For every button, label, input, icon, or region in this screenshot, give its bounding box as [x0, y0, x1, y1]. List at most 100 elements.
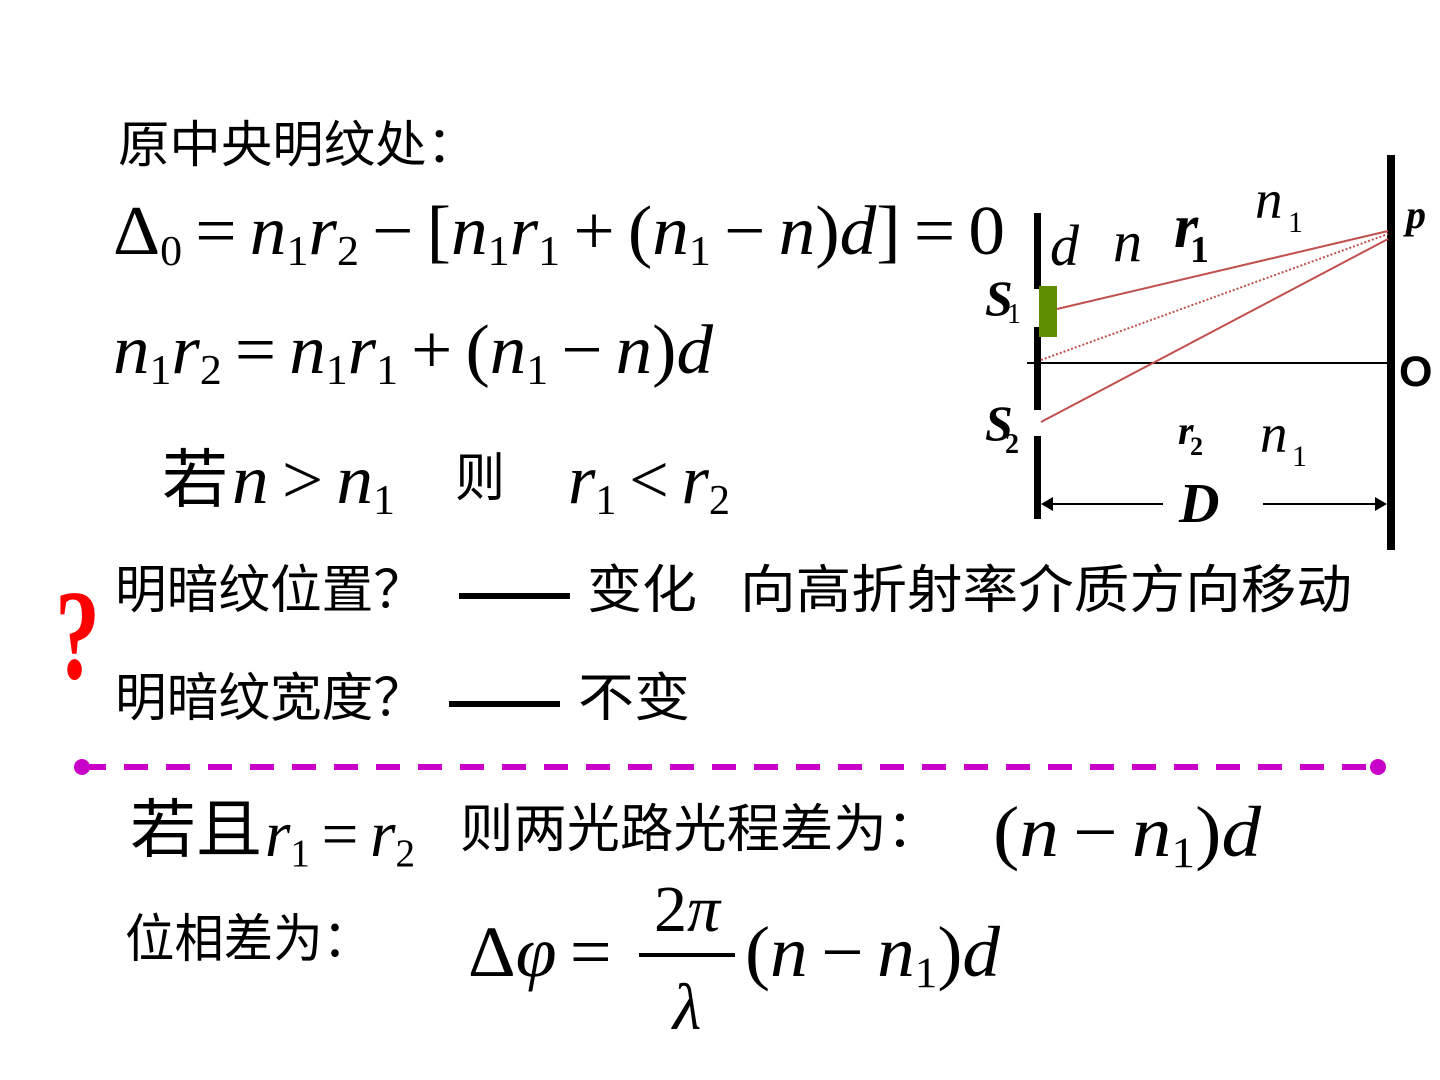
- label-medium-top: n: [1255, 169, 1283, 230]
- math-symbol: r: [308, 193, 337, 270]
- fraction-bar: [639, 953, 735, 957]
- fraction-denominator: λ: [637, 975, 737, 1041]
- question-mark-icon: ?: [55, 564, 100, 706]
- math-symbol: r: [370, 798, 396, 871]
- math-subscript: 1: [286, 228, 309, 275]
- label-medium-bottom: n: [1260, 403, 1288, 464]
- label-ray1: r: [1174, 193, 1199, 261]
- phase-difference-lhs: Δφ=: [468, 916, 625, 988]
- label-slit2-subscript: 2: [1005, 429, 1019, 460]
- label-medium-bottom-subscript: 1: [1292, 440, 1307, 473]
- fringe-width-answer: 不变: [578, 671, 690, 728]
- math-symbol: ]: [876, 193, 901, 270]
- ray-center-dotted: [1040, 233, 1389, 361]
- math-subscript: 0: [160, 228, 183, 275]
- math-symbol: r: [347, 312, 377, 389]
- math-symbol: r: [568, 442, 596, 519]
- math-symbol: n: [1019, 792, 1059, 872]
- math-symbol: n: [451, 193, 488, 270]
- label-point-p: p: [1406, 192, 1426, 237]
- math-symbol: r: [265, 798, 291, 871]
- label-film-index: n: [1113, 209, 1142, 274]
- inference-if-label: 若: [162, 445, 228, 516]
- math-subscript: 1: [688, 228, 711, 275]
- label-slit1-subscript: 1: [1007, 299, 1021, 330]
- path-difference-label: 则两光路光程差为：: [460, 802, 940, 859]
- math-subscript: 2: [199, 347, 222, 394]
- label-ray1-subscript: 1: [1190, 229, 1209, 271]
- math-subscript: 1: [1171, 830, 1196, 878]
- barrier-bottom-segment: [1034, 436, 1041, 519]
- math-subscript: 1: [526, 347, 549, 394]
- math-symbol: n: [615, 312, 653, 389]
- math-symbol: 0: [968, 193, 1005, 270]
- math-operator: −: [821, 912, 864, 992]
- path-difference-value: (n−n1)d: [993, 796, 1261, 875]
- label-origin: O: [1399, 348, 1433, 396]
- math-symbol: π: [686, 873, 721, 946]
- arrow-left-icon: [1041, 497, 1053, 511]
- fringe-width-question: 明暗纹宽度？: [115, 671, 425, 728]
- math-operator: =: [321, 798, 359, 871]
- math-subscript: 2: [395, 831, 415, 876]
- math-symbol: n: [489, 312, 527, 389]
- math-subscript: 1: [914, 950, 938, 998]
- label-slit1: S: [985, 270, 1013, 326]
- math-symbol: n: [113, 312, 150, 389]
- math-symbol: 2: [653, 873, 687, 946]
- inference-lhs: n>n1: [232, 446, 395, 522]
- label-distance: D: [1179, 473, 1220, 535]
- equation-condition: n1r2=n1r1+(n1−n)d: [113, 316, 713, 392]
- thin-film-plate: [1039, 286, 1057, 337]
- em-dash: ——: [449, 674, 560, 726]
- math-symbol: ): [937, 912, 963, 992]
- fraction-numerator: 2π: [637, 877, 737, 943]
- barrier-middle-segment: [1034, 327, 1041, 410]
- ray-r2: [1040, 238, 1389, 423]
- math-symbol: [: [426, 193, 452, 270]
- math-subscript: 1: [325, 347, 348, 394]
- math-symbol: n: [1131, 792, 1172, 872]
- math-symbol: ): [1195, 792, 1222, 872]
- math-subscript: 2: [336, 228, 359, 275]
- math-symbol: n: [289, 312, 326, 389]
- math-symbol: ): [815, 193, 840, 270]
- math-symbol: r: [509, 193, 539, 270]
- math-symbol: ): [652, 312, 677, 389]
- math-symbol: (: [993, 792, 1020, 872]
- label-ray2-subscript: 2: [1190, 432, 1203, 461]
- math-operator: −: [561, 312, 603, 389]
- fringe-position-detail: 向高折射率介质方向移动: [740, 563, 1352, 620]
- math-symbol: φ: [515, 912, 557, 992]
- math-subscript: 1: [487, 228, 510, 275]
- math-subscript: 1: [376, 347, 398, 394]
- math-symbol: Δ: [468, 912, 516, 992]
- math-symbol: d: [839, 193, 877, 270]
- math-operator: <: [629, 442, 669, 519]
- fringe-position-question: 明暗纹位置？: [115, 563, 425, 620]
- math-operator: >: [281, 442, 324, 519]
- math-symbol: n: [770, 912, 808, 992]
- math-subscript: 1: [373, 477, 395, 524]
- phase-fraction: 2π λ: [637, 870, 737, 1050]
- math-subscript: 1: [538, 228, 561, 275]
- math-operator: =: [569, 912, 612, 992]
- math-symbol: (: [627, 193, 653, 270]
- math-operator: +: [573, 193, 615, 270]
- math-symbol: Δ: [113, 193, 161, 270]
- math-symbol: n: [232, 442, 269, 519]
- label-film-thickness: d: [1050, 213, 1079, 278]
- arrow-right-icon: [1375, 497, 1387, 511]
- math-operator: −: [372, 193, 414, 270]
- math-operator: =: [913, 193, 956, 270]
- phase-difference-label: 位相差为：: [125, 912, 372, 969]
- barrier-top-segment: [1034, 213, 1041, 289]
- math-symbol: r: [681, 442, 709, 519]
- separator-end-dot: [74, 759, 90, 775]
- math-subscript: 2: [708, 477, 730, 524]
- phase-difference-rhs: (n−n1)d: [745, 916, 1000, 995]
- math-symbol: r: [171, 312, 200, 389]
- screen: [1387, 155, 1395, 550]
- heading: 原中央明纹处：: [118, 117, 479, 173]
